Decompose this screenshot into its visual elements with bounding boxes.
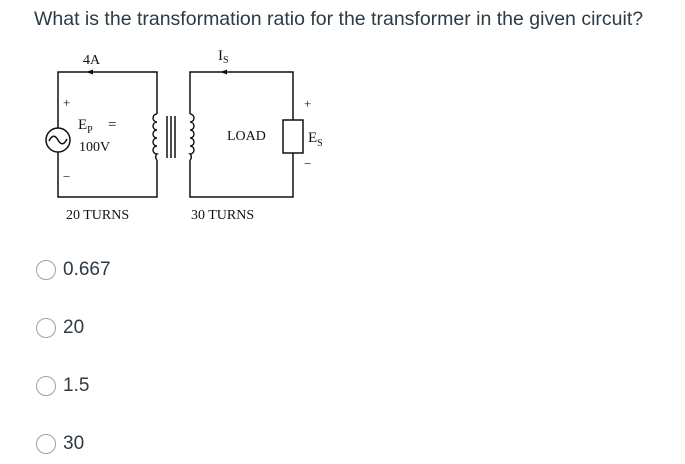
secondary-circuit (189, 71, 294, 198)
primary-turns-label: 20 TURNS (66, 208, 129, 223)
secondary-plus-sign: + (304, 96, 311, 111)
load-box (282, 119, 304, 154)
answer-option[interactable]: 20 (36, 313, 84, 343)
option-label: 1.5 (63, 375, 90, 396)
primary-current-label: 4A (83, 53, 101, 68)
transformer-core (166, 116, 176, 158)
answer-option[interactable]: 30 (36, 429, 84, 459)
secondary-minus-sign: − (304, 156, 311, 171)
secondary-coil-icon (188, 113, 195, 161)
primary-coil-icon (152, 113, 159, 161)
ep-value: 100V (79, 140, 110, 155)
option-label: 0.667 (63, 259, 111, 280)
radio-button[interactable] (36, 318, 56, 338)
option-label: 30 (63, 433, 85, 454)
primary-circuit (57, 71, 158, 198)
es-label: ES (308, 130, 323, 149)
current-arrow-icon (220, 69, 227, 75)
radio-button[interactable] (36, 376, 56, 396)
radio-button[interactable] (36, 260, 56, 280)
answer-option[interactable]: 0.667 (36, 255, 111, 285)
answer-option[interactable]: 1.5 (36, 371, 89, 401)
secondary-current-label: IS (218, 48, 229, 66)
current-arrow-icon (86, 69, 93, 75)
radio-button[interactable] (36, 434, 56, 454)
primary-plus-sign: + (63, 95, 70, 110)
ep-label: EP= (78, 117, 116, 136)
load-label: LOAD (227, 129, 266, 144)
option-label: 20 (63, 317, 85, 338)
question-text: What is the transformation ratio for the… (34, 8, 644, 30)
primary-minus-sign: − (63, 169, 70, 184)
secondary-turns-label: 30 TURNS (191, 208, 254, 223)
